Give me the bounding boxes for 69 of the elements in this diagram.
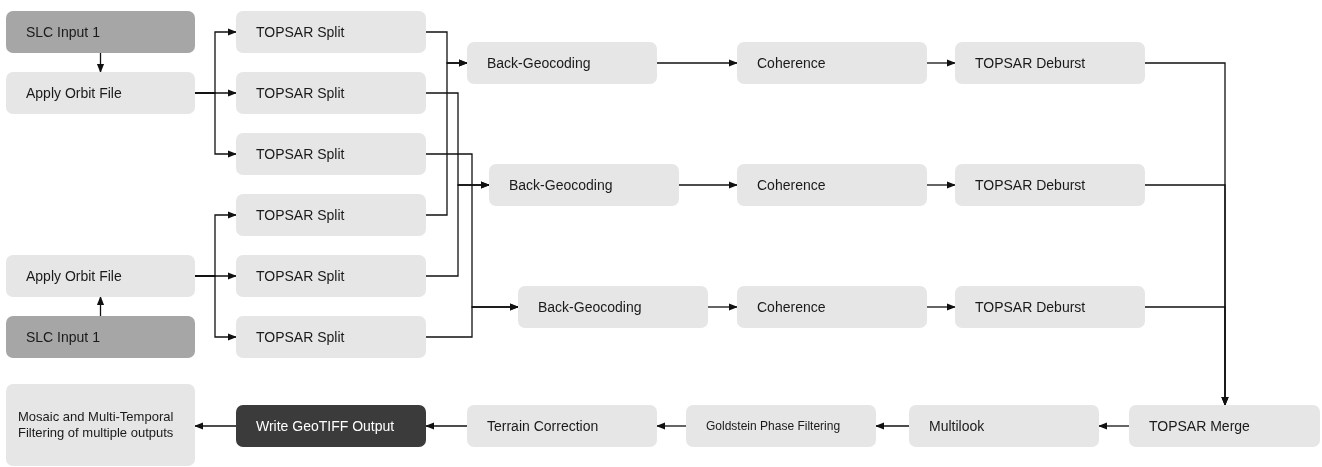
process-box [6, 384, 195, 466]
output-box [236, 405, 426, 447]
process-box [909, 405, 1099, 447]
node-label: Goldstein Phase Filtering [706, 418, 841, 434]
node-label: TOPSAR Deburst [975, 54, 1086, 72]
node-label: TOPSAR Split [256, 206, 345, 224]
node-label: Coherence [757, 298, 826, 316]
node-label: Write GeoTIFF Output [256, 417, 395, 435]
arrow [678, 181, 738, 189]
node-label: TOPSAR Split [256, 267, 345, 285]
node-label: TOPSAR Split [256, 145, 345, 163]
arrow [194, 275, 237, 341]
process-box [737, 164, 927, 206]
process-box [1129, 405, 1320, 447]
process-box [467, 405, 657, 447]
process-box [737, 42, 927, 84]
process-box [236, 194, 426, 236]
arrow [1144, 306, 1229, 406]
process-box [955, 286, 1145, 328]
arrow [425, 303, 519, 338]
arrow [96, 296, 105, 317]
node-label: TOPSAR Deburst [975, 298, 1086, 316]
arrow [425, 181, 490, 277]
arrow [926, 59, 956, 67]
arrow [425, 59, 468, 216]
process-box [518, 286, 708, 328]
input-box [6, 11, 195, 53]
arrow [926, 303, 956, 311]
process-box [236, 133, 426, 175]
process-box [686, 405, 876, 447]
arrow [875, 422, 910, 430]
node-label: TOPSAR Deburst [975, 176, 1086, 194]
process-box [6, 255, 195, 297]
node-label: Back-Geocoding [538, 298, 642, 316]
node-label: Terrain Correction [487, 417, 599, 435]
process-box [236, 11, 426, 53]
process-box [955, 42, 1145, 84]
arrow [707, 303, 738, 311]
process-box [467, 42, 657, 84]
node-label: TOPSAR Split [256, 328, 345, 346]
process-box [236, 72, 426, 114]
node-label: TOPSAR Split [256, 84, 345, 102]
process-box [6, 72, 195, 114]
arrow [926, 181, 956, 189]
process-box [955, 164, 1145, 206]
arrow [656, 59, 738, 67]
node-label: Apply Orbit File [26, 267, 122, 285]
arrow [1098, 422, 1130, 430]
arrow [96, 52, 105, 73]
node-label: TOPSAR Merge [1149, 417, 1250, 435]
process-box [236, 255, 426, 297]
node-label: Coherence [757, 176, 826, 194]
node-label: Back-Geocoding [509, 176, 613, 194]
node-label: SLC Input 1 [26, 23, 100, 41]
node-label: TOPSAR Split [256, 23, 345, 41]
node-label: SLC Input 1 [26, 328, 100, 346]
process-box [489, 164, 679, 206]
node-label: Back-Geocoding [487, 54, 591, 72]
arrow [194, 92, 237, 158]
arrow [194, 422, 237, 430]
arrow [656, 422, 687, 430]
node-label: Multilook [929, 417, 985, 435]
arrow [425, 422, 468, 430]
node-label: Mosaic and Multi-Temporal Filtering of multiple outputs [18, 409, 175, 441]
process-box [737, 286, 927, 328]
node-label: Apply Orbit File [26, 84, 122, 102]
process-box [236, 316, 426, 358]
node-label: Coherence [757, 54, 826, 72]
input-box [6, 316, 195, 358]
